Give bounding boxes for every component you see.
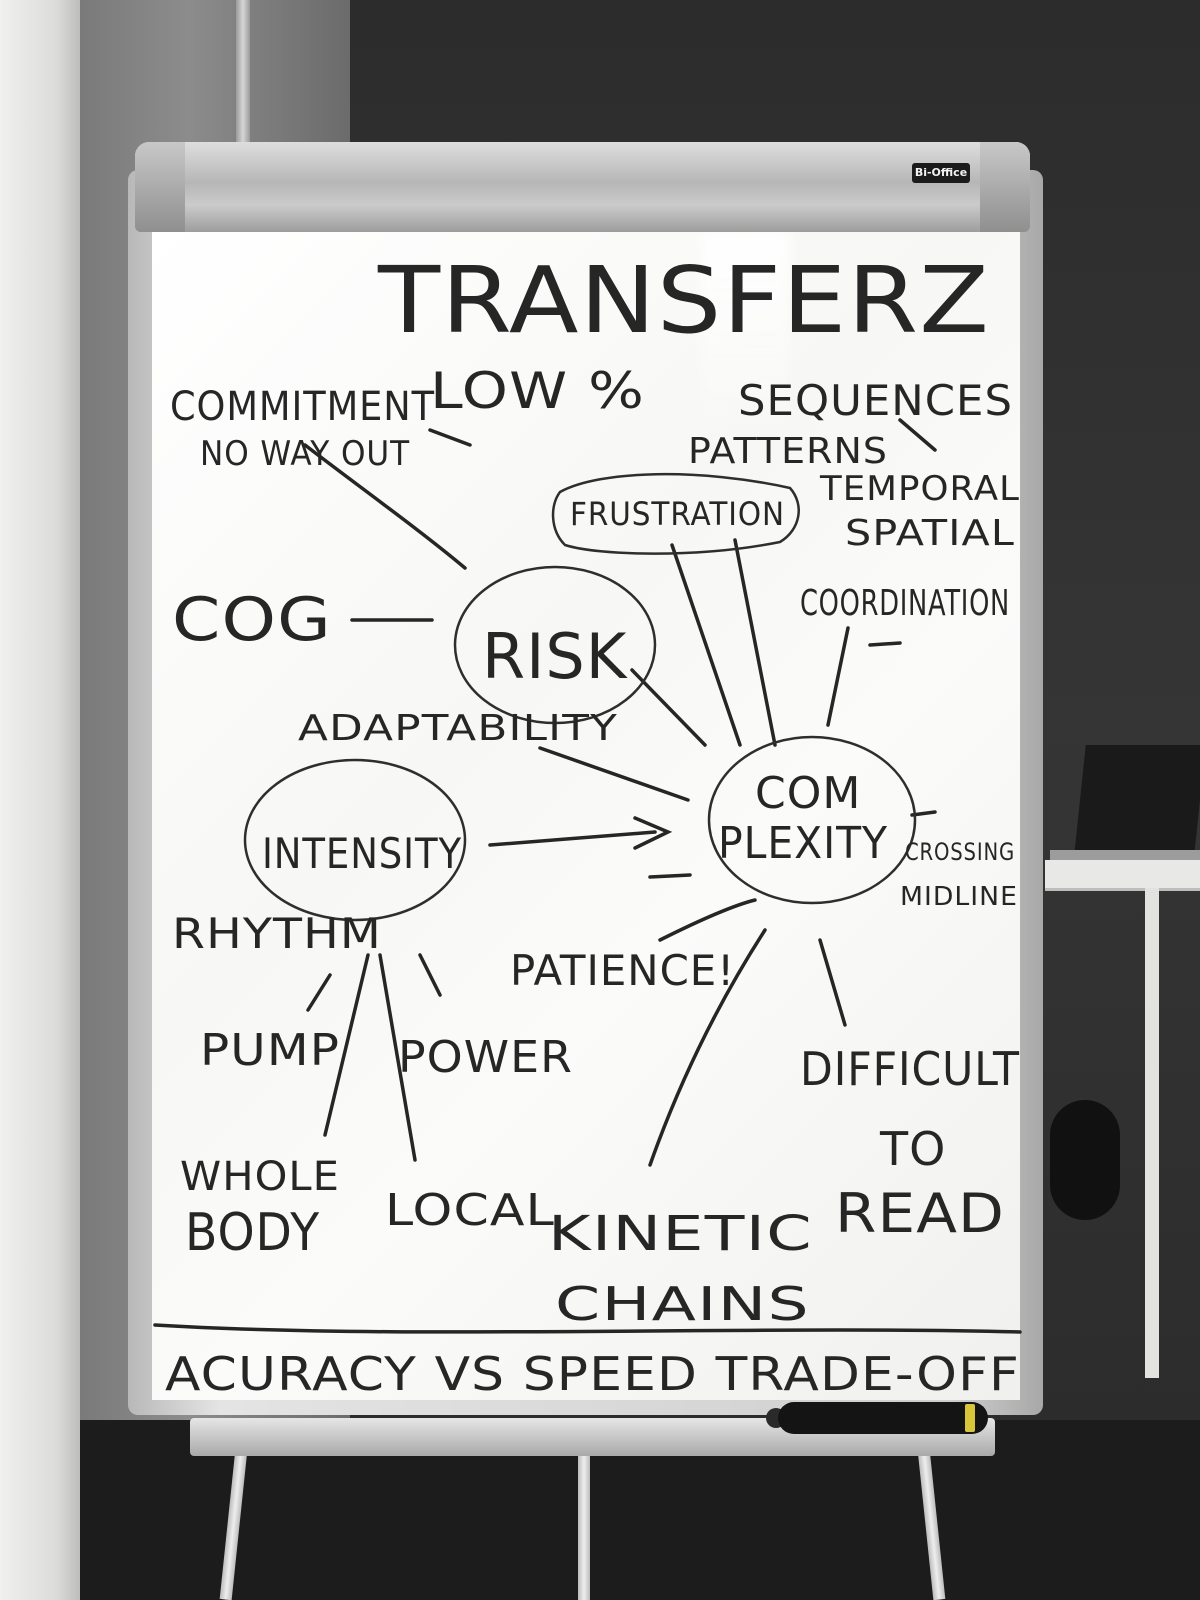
note-adaptability: ADAPTABILITY	[298, 708, 618, 749]
line-frustration-complexity	[670, 543, 742, 747]
line-footer-divider	[153, 1323, 1022, 1334]
note-to: TO	[879, 1122, 946, 1176]
complexity-label-bottom: PLEXITY	[718, 818, 888, 869]
intensity-label: INTENSITY	[262, 829, 462, 878]
note-whole: WHOLE	[180, 1154, 340, 1200]
frustration-cloud	[551, 472, 800, 555]
connector-lines	[153, 418, 1022, 1334]
wall-pipe	[236, 0, 250, 150]
note-commitment: COMMITMENT	[170, 384, 435, 430]
note-crossing: CROSSING	[905, 838, 1015, 866]
note-difficult: DIFFICULT	[800, 1042, 1020, 1096]
note-temporal: TEMPORAL	[819, 469, 1020, 509]
note-pump: PUMP	[200, 1025, 340, 1076]
note-low-percent: LOW %	[430, 362, 645, 420]
line-adaptability-complexity	[538, 746, 690, 802]
note-chains: CHAINS	[555, 1277, 810, 1331]
note-midline: MIDLINE	[900, 882, 1018, 912]
desk-leg	[1145, 888, 1159, 1378]
white-wall-edge	[0, 0, 80, 1600]
note-footer-tradeoff: ACURACY VS SPEED TRADE-OFF	[165, 1347, 1020, 1401]
note-sequences: SEQUENCES	[738, 376, 1013, 425]
note-patterns: PATTERNS	[688, 431, 888, 472]
line-coordination-tick	[868, 641, 902, 647]
intensity-circle	[243, 758, 467, 922]
line-rhythm-power	[418, 953, 442, 997]
board-title: TRANSFERZ	[377, 247, 990, 354]
arrow-head	[633, 816, 673, 850]
note-spatial: SPATIAL	[845, 513, 1015, 554]
header-end-cap-left	[135, 142, 185, 232]
note-power: POWER	[398, 1032, 573, 1083]
note-frustration: FRUSTRATION	[570, 495, 785, 533]
note-local: LOCAL	[385, 1185, 555, 1236]
desk-top	[1045, 860, 1200, 891]
marker-band	[965, 1404, 975, 1432]
line-commitment-risk	[303, 443, 467, 570]
line-coordination-complexity	[826, 626, 850, 727]
risk-circle	[453, 565, 657, 725]
whiteboard-surface	[152, 232, 1020, 1400]
line-rhythm-local	[378, 953, 417, 1162]
line-minus-mark	[648, 873, 692, 879]
marker-pen	[778, 1402, 988, 1434]
note-read: READ	[835, 1182, 1005, 1245]
laptop-base	[1050, 850, 1200, 862]
line-kinetic-complexity	[648, 928, 767, 1167]
complexity-label-top: COM	[755, 768, 861, 819]
easel-leg-middle	[578, 1440, 590, 1600]
cable-coil	[1050, 1100, 1120, 1220]
note-coordination: COORDINATION	[800, 583, 1010, 624]
light-glare	[700, 232, 790, 452]
line-low-risk	[428, 428, 472, 447]
flipchart-header-bar	[135, 142, 1030, 232]
brand-logo: Bi-Office	[912, 163, 970, 183]
note-kinetic: KINETIC	[548, 1206, 813, 1262]
note-rhythm: RHYTHM	[172, 909, 382, 958]
line-patience-complexity	[658, 898, 757, 942]
line-rhythm-pump	[306, 973, 332, 1012]
line-sequences-patterns	[898, 418, 937, 452]
header-end-cap-right	[980, 142, 1030, 232]
note-patience: PATIENCE!	[510, 946, 735, 995]
line-rhythm-whole	[323, 953, 370, 1137]
line-difficult-complexity	[818, 938, 847, 1027]
complexity-circle	[707, 735, 917, 905]
line-patterns-complexity	[733, 538, 777, 747]
line-intensity-complexity	[488, 830, 657, 847]
risk-label: RISK	[482, 620, 628, 693]
note-cog: COG	[172, 585, 332, 655]
note-no-way-out: NO WAY OUT	[200, 434, 410, 474]
note-body: BODY	[185, 1203, 320, 1263]
